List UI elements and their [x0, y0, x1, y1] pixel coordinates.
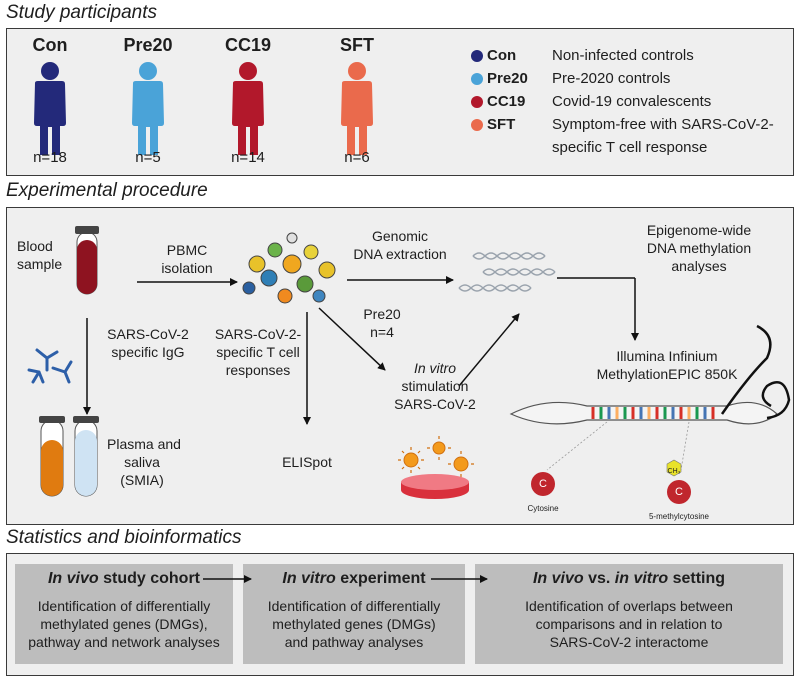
stat-box-invitro: In vitro experiment Identification of di…: [243, 564, 465, 664]
epigenome-label-1: Epigenome-wide: [646, 222, 752, 238]
cytosine-caption: Cytosine: [527, 504, 559, 513]
saliva-tube-icon: [73, 416, 99, 497]
stats-section-title: Statistics and bioinformatics: [6, 527, 242, 548]
tcell-label-3: responses: [225, 362, 291, 378]
pre20-label-1: Pre20: [363, 306, 401, 322]
tcell-label-1: SARS-CoV-2-: [214, 326, 302, 342]
group-pre20-label: Pre20: [123, 35, 173, 55]
group-con-label: Con: [32, 35, 68, 55]
stat-comparison-title: In vivo vs. in vitro setting: [532, 570, 726, 587]
group-cc19-label: CC19: [224, 35, 272, 55]
legend-sft-desc-line2: specific T cell response: [552, 139, 708, 156]
legend-pre20-dot: [471, 73, 483, 85]
legend-sft-code: SFT: [487, 116, 516, 133]
procedure-panel: Blood sample PBMC isolation Genomic DNA …: [6, 207, 794, 525]
stat-invitro-body-2: methylated genes (DMGs): [272, 616, 436, 632]
cytosine-letter: C: [539, 478, 547, 490]
group-cc19-n: n=14: [231, 149, 265, 166]
dna-strands-icon: [458, 252, 556, 292]
stats-arrows: [203, 575, 488, 583]
plasma-label-3: (SMIA): [120, 472, 164, 488]
elispot-label: ELISpot: [282, 454, 332, 470]
igg-label-2: specific IgG: [111, 344, 185, 360]
legend-cc19-desc: Covid-19 convalescents: [552, 93, 712, 110]
stat-box-invivo: In vivo study cohort Identification of d…: [15, 564, 233, 664]
stimulation-label-2: SARS-CoV-2: [394, 396, 476, 412]
person-sft-icon: [341, 62, 373, 155]
stat-invivo-body-3: pathway and network analyses: [28, 634, 220, 650]
stat-comparison-body-2: comparisons and in relation to: [535, 616, 723, 632]
legend-sft-dot: [471, 119, 483, 131]
blood-sample-label-1: Blood: [17, 238, 53, 254]
genomic-dna-label-2: DNA extraction: [353, 246, 447, 262]
person-cc19-icon: [232, 62, 264, 155]
epigenome-label-2: DNA methylation: [646, 240, 752, 256]
methylcytosine-letter: C: [675, 486, 683, 498]
stat-box-comparison: In vivo vs. in vitro setting Identificat…: [475, 564, 783, 664]
methylcytosine-caption: 5-methylcytosine: [648, 512, 710, 521]
stat-invivo-body-2: methylated genes (DMGs),: [40, 616, 208, 632]
stat-invitro-body-1: Identification of differentially: [267, 598, 441, 614]
petri-dish-icon: [401, 474, 469, 499]
invitro-label-italic: In vitro: [413, 360, 456, 376]
pre20-label-2: n=4: [370, 324, 394, 340]
cytosine-icon: [531, 472, 555, 496]
stat-invivo-body-1: Identification of differentially: [37, 598, 211, 614]
procedure-section-title: Experimental procedure: [6, 180, 208, 201]
person-pre20-icon: [132, 62, 164, 155]
epigenome-label-3: analyses: [671, 258, 727, 274]
blood-tube-icon: [75, 226, 99, 295]
stats-panel: In vivo study cohort Identification of d…: [6, 553, 794, 676]
ch3-label: CH₃: [667, 468, 681, 475]
antibody-icon: [27, 348, 73, 384]
participants-section-title: Study participants: [6, 2, 158, 23]
illumina-label-1: Illumina Infinium: [616, 348, 718, 364]
legend-pre20-desc: Pre-2020 controls: [552, 70, 671, 87]
plasma-label-2: saliva: [124, 454, 160, 470]
participants-panel: Con Pre20 CC19 SFT n=18 n=5 n=14 n=6 Con…: [6, 28, 794, 176]
stat-comparison-body-1: Identification of overlaps between: [525, 598, 733, 614]
stat-invivo-title: In vivo study cohort: [47, 570, 201, 587]
legend-cc19-code: CC19: [487, 93, 526, 110]
pbmc-label-1: PBMC: [166, 242, 208, 258]
legend-con-code: Con: [487, 47, 517, 64]
group-pre20-n: n=5: [135, 149, 161, 166]
pbmc-cells-icon: [242, 232, 336, 304]
arrow-pbmc-to-invitro: [318, 307, 386, 371]
tcell-label-2: specific T cell: [216, 344, 300, 360]
stat-comparison-body-3: SARS-CoV-2 interactome: [549, 634, 709, 650]
methylcytosine-icon: [667, 480, 691, 504]
stimulation-label-1: stimulation: [401, 378, 469, 394]
legend-con-desc: Non-infected controls: [552, 47, 694, 64]
arrow-invitro-to-dna: [458, 313, 520, 387]
procedure-diagram: [27, 226, 791, 504]
stat-invitro-title: In vitro experiment: [282, 570, 426, 587]
methylation-chip-icon: [509, 324, 791, 471]
virus-icon: [403, 441, 469, 472]
group-sft-n: n=6: [344, 149, 370, 166]
plasma-label-1: Plasma and: [107, 436, 181, 452]
pbmc-label-2: isolation: [161, 260, 213, 276]
legend-sft-desc: Symptom-free with SARS-CoV-2-: [552, 116, 774, 133]
person-con-icon: [34, 62, 66, 155]
stat-invitro-body-3: and pathway analyses: [284, 634, 424, 650]
group-sft-label: SFT: [340, 35, 374, 55]
legend-con-dot: [471, 50, 483, 62]
legend-cc19-dot: [471, 96, 483, 108]
ch3-hexagon-icon: [666, 459, 682, 477]
igg-label-1: SARS-CoV-2: [107, 326, 189, 342]
virus-spikes: [398, 436, 474, 477]
group-con-n: n=18: [33, 149, 67, 166]
blood-sample-label-2: sample: [17, 256, 63, 272]
plasma-tube-icon: [39, 416, 65, 497]
illumina-label-2: MethylationEPIC 850K: [596, 366, 738, 382]
legend-pre20-code: Pre20: [487, 70, 528, 87]
genomic-dna-label-1: Genomic: [371, 228, 429, 244]
